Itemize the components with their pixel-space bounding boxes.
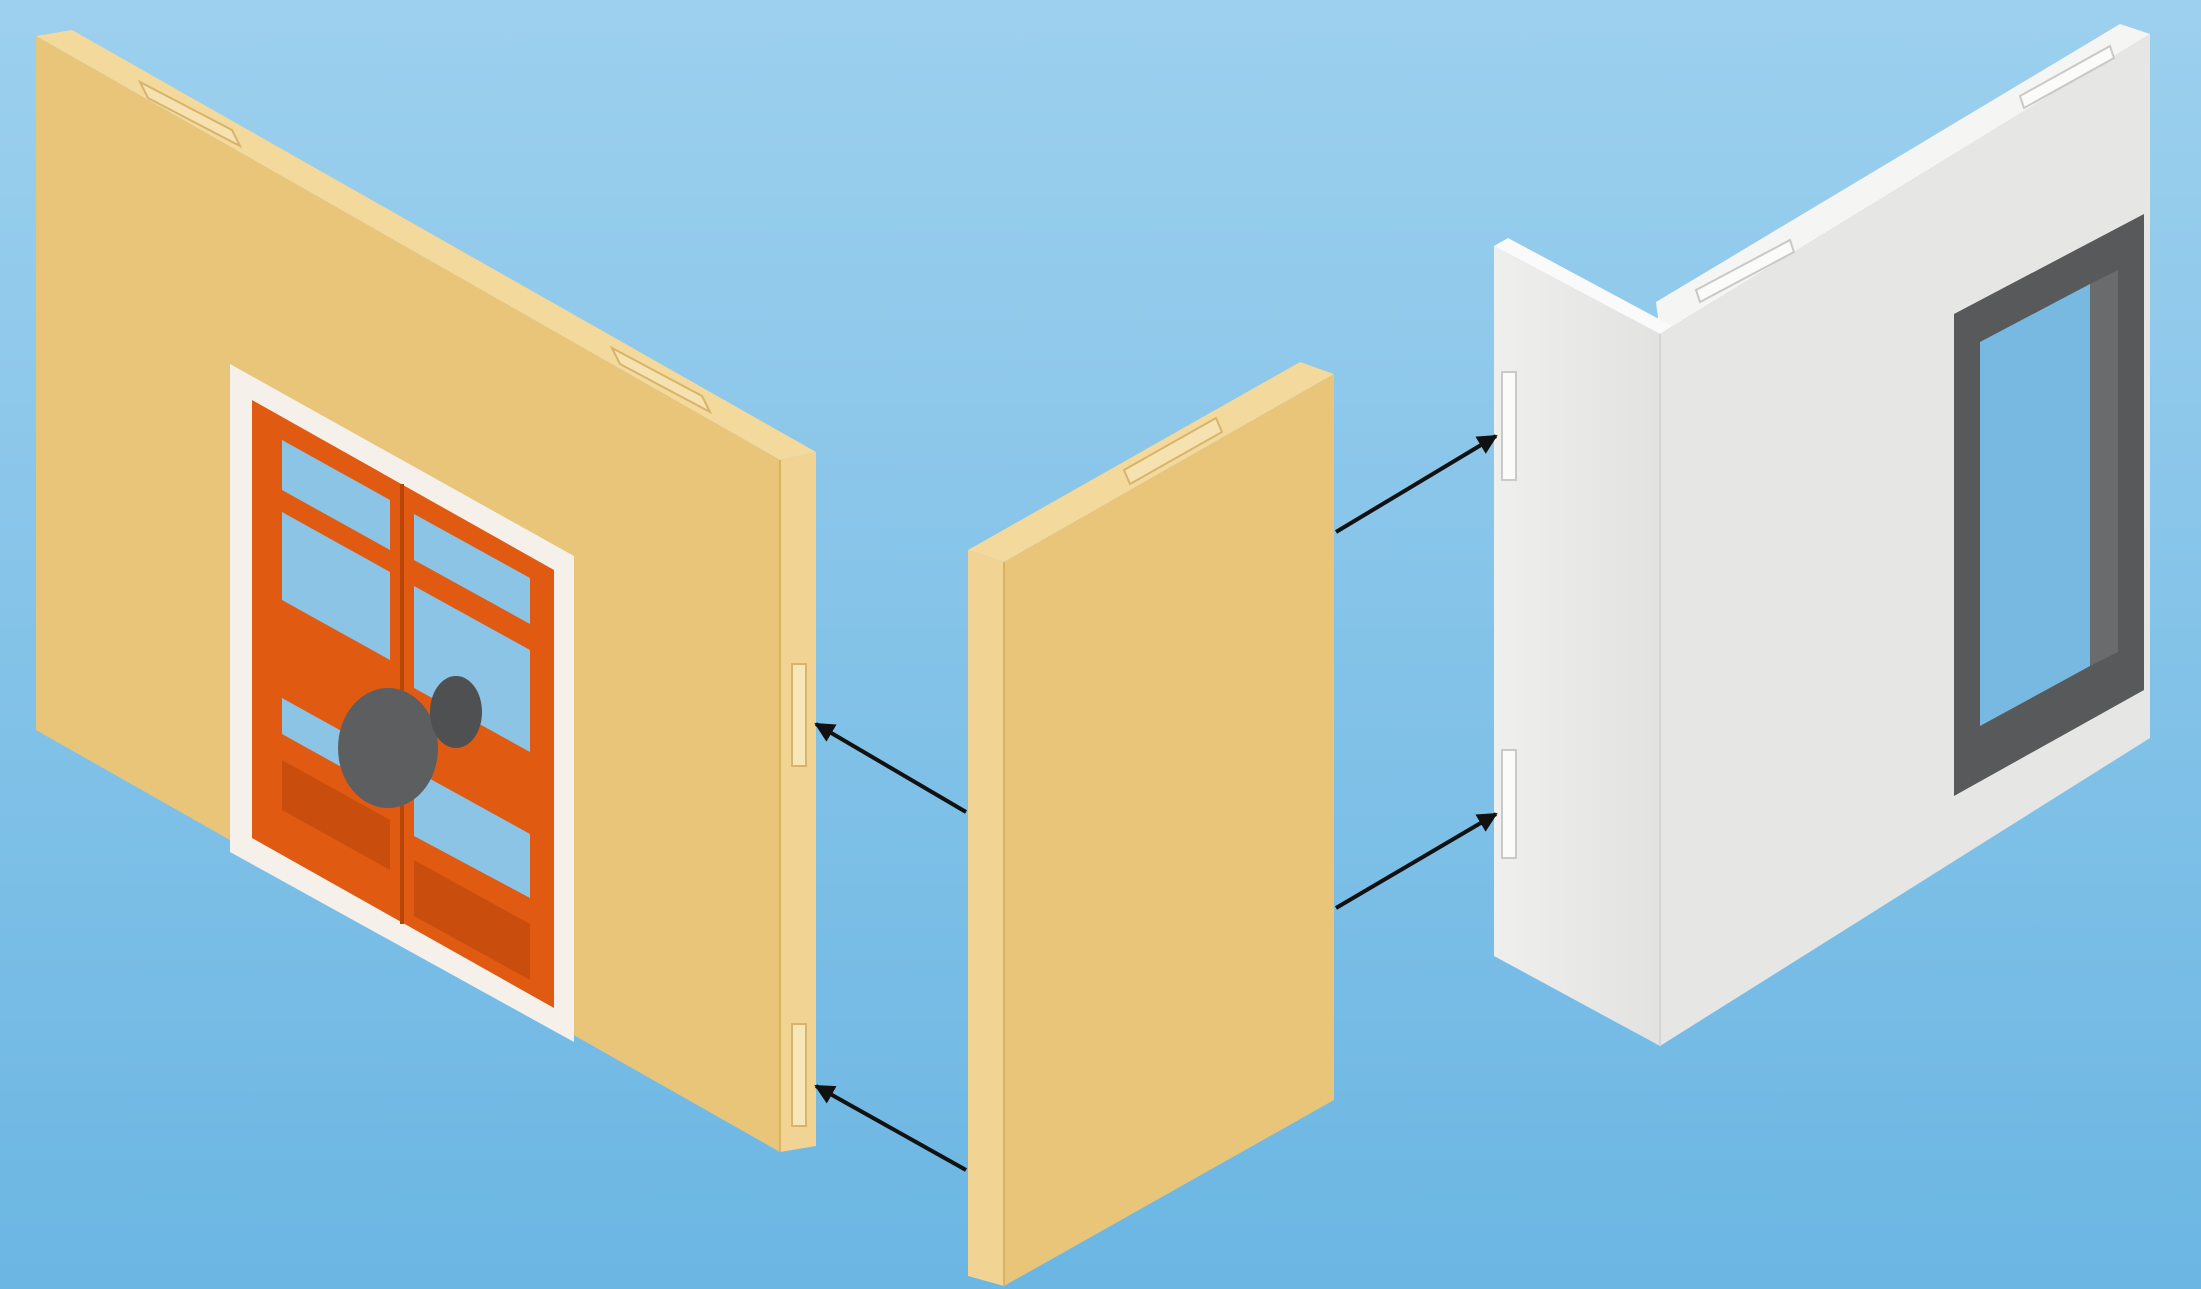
- center-panel-face: [1004, 374, 1334, 1286]
- arrow-to-left-lower: [814, 1084, 967, 1172]
- center-panel-side-edge: [968, 550, 1004, 1286]
- connector-slot: [791, 663, 807, 767]
- double-door: [230, 364, 574, 1042]
- connector-slot: [2018, 44, 2116, 110]
- connector-slot: [1122, 416, 1224, 486]
- arrow-to-left-upper: [814, 722, 968, 814]
- connector-slot: [1501, 749, 1517, 859]
- right-panel-wing-top: [1494, 238, 1672, 334]
- connector-slot: [791, 1023, 807, 1127]
- left-wall-panel: [36, 30, 816, 1152]
- connector-slot: [137, 79, 243, 149]
- arrow-to-right-upper: [1334, 434, 1498, 534]
- door-handle: [430, 676, 482, 748]
- connector-slot: [609, 345, 713, 415]
- window: [1954, 214, 2144, 796]
- left-panel-side-edge: [780, 452, 816, 1152]
- arrow-to-right-lower: [1334, 812, 1498, 910]
- center-connector-panel: [968, 362, 1334, 1286]
- right-corner-panel: [1494, 24, 2150, 1046]
- window-glass: [1980, 284, 2090, 726]
- assembly-arrows: [814, 434, 1498, 1172]
- connector-slot: [1694, 238, 1796, 304]
- door-handle: [338, 688, 438, 808]
- connector-slot: [1501, 371, 1517, 481]
- right-panel-side-face: [1494, 246, 1660, 1046]
